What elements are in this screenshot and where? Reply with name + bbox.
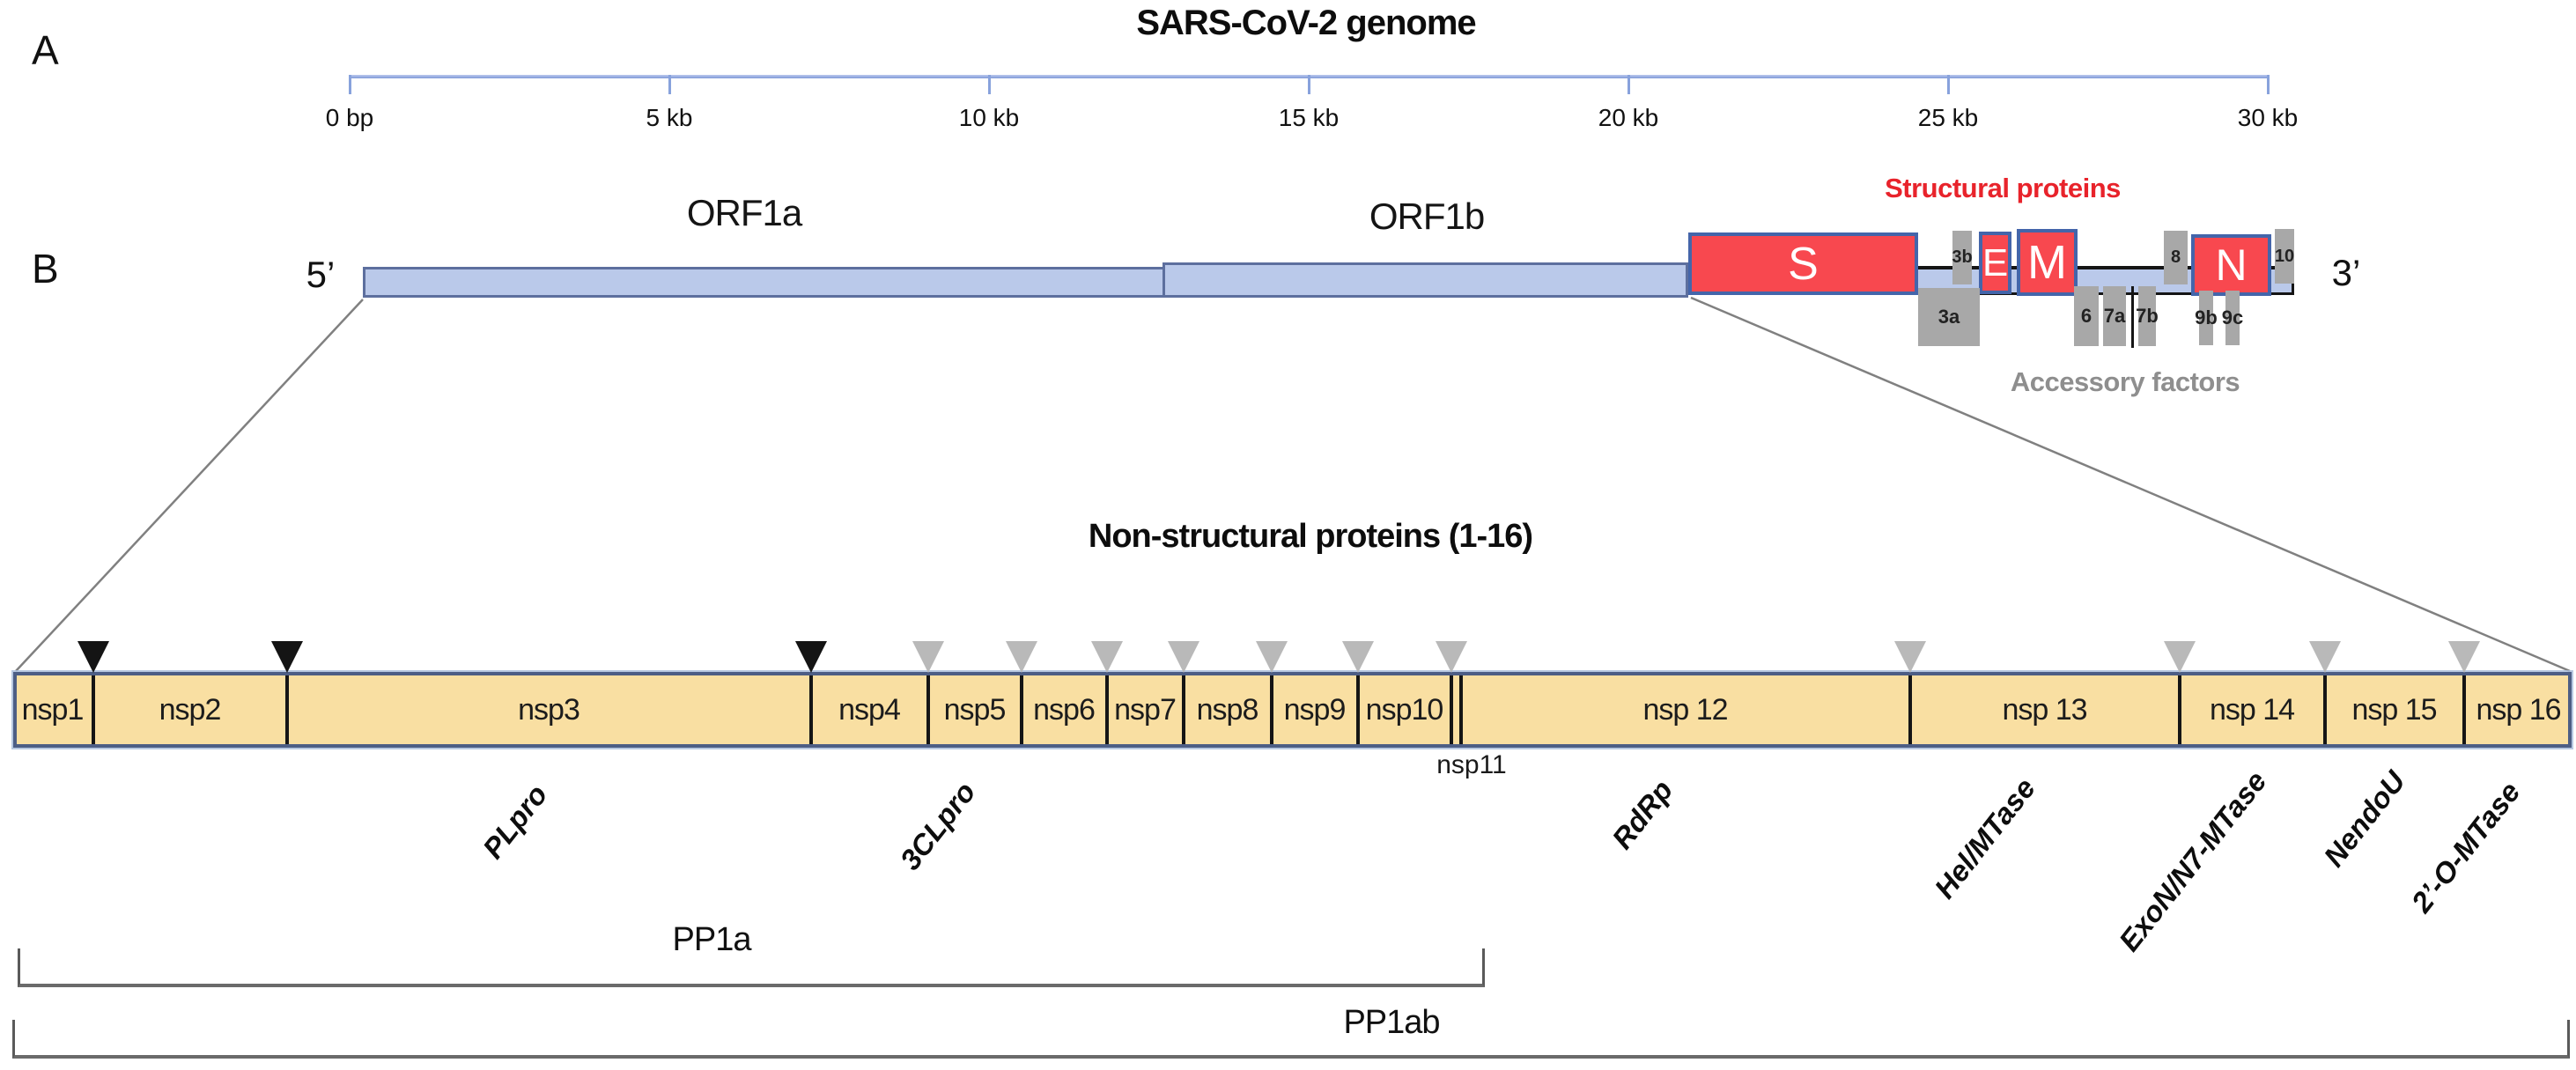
nsp11-label: nsp11 — [1436, 750, 1507, 779]
nsp10-label: nsp10 — [1365, 692, 1444, 727]
nsp-divider-2-3 — [285, 675, 289, 744]
nsp1-label: nsp1 — [21, 692, 85, 727]
cleavage-triangle-gray-nsp14-15 — [2309, 641, 2341, 673]
nsp6-label: nsp6 — [1033, 692, 1096, 727]
rdrp-label: RdRp — [1605, 773, 1679, 855]
nsp-bar — [13, 672, 2572, 748]
orf1b-bar — [1163, 262, 1688, 298]
ruler-label-15kb: 15 kb — [1278, 104, 1340, 131]
nsp-divider-5-6 — [1020, 675, 1023, 744]
nsp12-label: nsp 12 — [1642, 692, 1728, 727]
nucleocapsid-gene-box: N — [2191, 234, 2271, 296]
orf1b-label: ORF1b — [1369, 196, 1485, 237]
nsp2-label: nsp2 — [159, 692, 222, 727]
pp1ab-label: PP1ab — [1343, 1004, 1440, 1041]
ruler-label-20kb: 20 kb — [1598, 104, 1659, 131]
orf7a-7b-divider — [2131, 286, 2134, 348]
ruler-label-25kb: 25 kb — [1917, 104, 1979, 131]
panel-b-label: B — [32, 246, 59, 291]
nsp5-label: nsp5 — [943, 692, 1007, 727]
orf3b-box: 3b — [1952, 231, 1973, 284]
nsp13-label: nsp 13 — [2002, 692, 2087, 727]
nsp-divider-7-8 — [1182, 675, 1185, 744]
nsp-divider-14-15 — [2323, 675, 2327, 744]
nsp-divider-6-7 — [1105, 675, 1109, 744]
orf1a-bar — [363, 267, 1165, 298]
ruler-tick-30kb — [2267, 75, 2270, 94]
cleavage-triangle-gray-nsp15-16 — [2448, 641, 2480, 673]
nsp16-label: nsp 16 — [2476, 692, 2561, 727]
nsp-divider-13-14 — [2178, 675, 2181, 744]
orf10-box: 10 — [2275, 229, 2294, 284]
nsp-divider-12-13 — [1908, 675, 1912, 744]
nsp3-label: nsp3 — [518, 692, 580, 727]
nsp-divider-11-12 — [1459, 675, 1463, 744]
nsp9-label: nsp9 — [1283, 692, 1347, 727]
ruler-tick-5kb — [668, 75, 671, 94]
threeclpro-label: 3CLpro — [893, 775, 982, 876]
orf6-box: 6 — [2074, 286, 2099, 346]
nsp-heading: Non-structural proteins (1-16) — [1088, 518, 1533, 555]
cleavage-triangle-black-nsp1-2 — [78, 641, 109, 673]
cleavage-triangle-black-nsp3-4 — [795, 641, 827, 673]
orf3a-box: 3a — [1918, 288, 1980, 346]
nsp15-label: nsp 15 — [2351, 692, 2437, 727]
spike-gene-box: S — [1688, 232, 1918, 295]
nsp7-label: nsp7 — [1114, 692, 1177, 727]
cleavage-triangle-gray-nsp7-8 — [1168, 641, 1199, 673]
cleavage-triangle-gray-nsp10-11 — [1436, 641, 1467, 673]
cleavage-triangle-gray-nsp4-5 — [912, 641, 944, 673]
nsp8-label: nsp8 — [1196, 692, 1259, 727]
nsp-divider-10-11 — [1450, 675, 1453, 744]
nsp-divider-15-16 — [2462, 675, 2466, 744]
cleavage-triangle-gray-nsp6-7 — [1091, 641, 1123, 673]
pp1a-label: PP1a — [672, 921, 752, 958]
cleavage-triangle-gray-nsp9-10 — [1342, 641, 1374, 673]
ruler-label-10kb: 10 kb — [958, 104, 1020, 131]
ruler-label-5kb: 5 kb — [646, 104, 693, 131]
nendou-label: NendoU — [2317, 764, 2412, 873]
ruler-tick-15kb — [1308, 75, 1310, 94]
envelope-gene-box: E — [1979, 232, 2011, 294]
ruler-tick-20kb — [1628, 75, 1630, 94]
nsp14-label: nsp 14 — [2209, 692, 2295, 727]
exon-n7-mtase-label: ExoN/N7-MTase — [2112, 764, 2273, 957]
pp1a-bracket — [18, 948, 1485, 987]
nsp-divider-8-9 — [1270, 675, 1273, 744]
ruler-label-0bp: 0 bp — [325, 104, 374, 131]
ruler-tick-25kb — [1947, 75, 1950, 94]
o-mtase-label: 2’-O-MTase — [2404, 775, 2527, 919]
ruler-tick-10kb — [988, 75, 991, 94]
orf9b-box: 9b — [2195, 291, 2218, 345]
nsp-divider-3-4 — [809, 675, 813, 744]
orf8-box: 8 — [2164, 231, 2188, 284]
pp1ab-bracket — [12, 1020, 2570, 1059]
orf7a-box: 7a — [2103, 286, 2126, 346]
orf9c-box: 9c — [2222, 291, 2243, 345]
structural-proteins-heading: Structural proteins — [1885, 173, 2121, 203]
five-prime-label: 5’ — [306, 254, 336, 295]
nsp-divider-4-5 — [926, 675, 930, 744]
orf7b-box: 7b — [2136, 286, 2159, 346]
orf1a-label: ORF1a — [686, 192, 802, 233]
membrane-gene-box: M — [2017, 229, 2078, 296]
three-prime-label: 3’ — [2331, 252, 2361, 293]
nsp-divider-1-2 — [92, 675, 95, 744]
left-connector-line — [15, 299, 364, 672]
right-connector-line — [1690, 296, 2571, 673]
accessory-factors-heading: Accessory factors — [2010, 366, 2240, 397]
ruler-label-30kb: 30 kb — [2237, 104, 2299, 131]
nsp-divider-9-10 — [1356, 675, 1360, 744]
plpro-label: PLpro — [476, 778, 554, 865]
cleavage-triangle-gray-nsp5-6 — [1006, 641, 1037, 673]
ruler-tick-0 — [349, 75, 351, 94]
nsp4-label: nsp4 — [838, 692, 901, 727]
hel-mtase-label: Hel/MTase — [1928, 771, 2042, 904]
figure-title: SARS-CoV-2 genome — [1136, 4, 1476, 42]
cleavage-triangle-black-nsp2-3 — [271, 641, 303, 673]
cleavage-triangle-gray-nsp12-13 — [1894, 641, 1926, 673]
panel-a-label: A — [32, 27, 59, 73]
cleavage-triangle-gray-nsp13-14 — [2164, 641, 2196, 673]
cleavage-triangle-gray-nsp8-9 — [1256, 641, 1288, 673]
